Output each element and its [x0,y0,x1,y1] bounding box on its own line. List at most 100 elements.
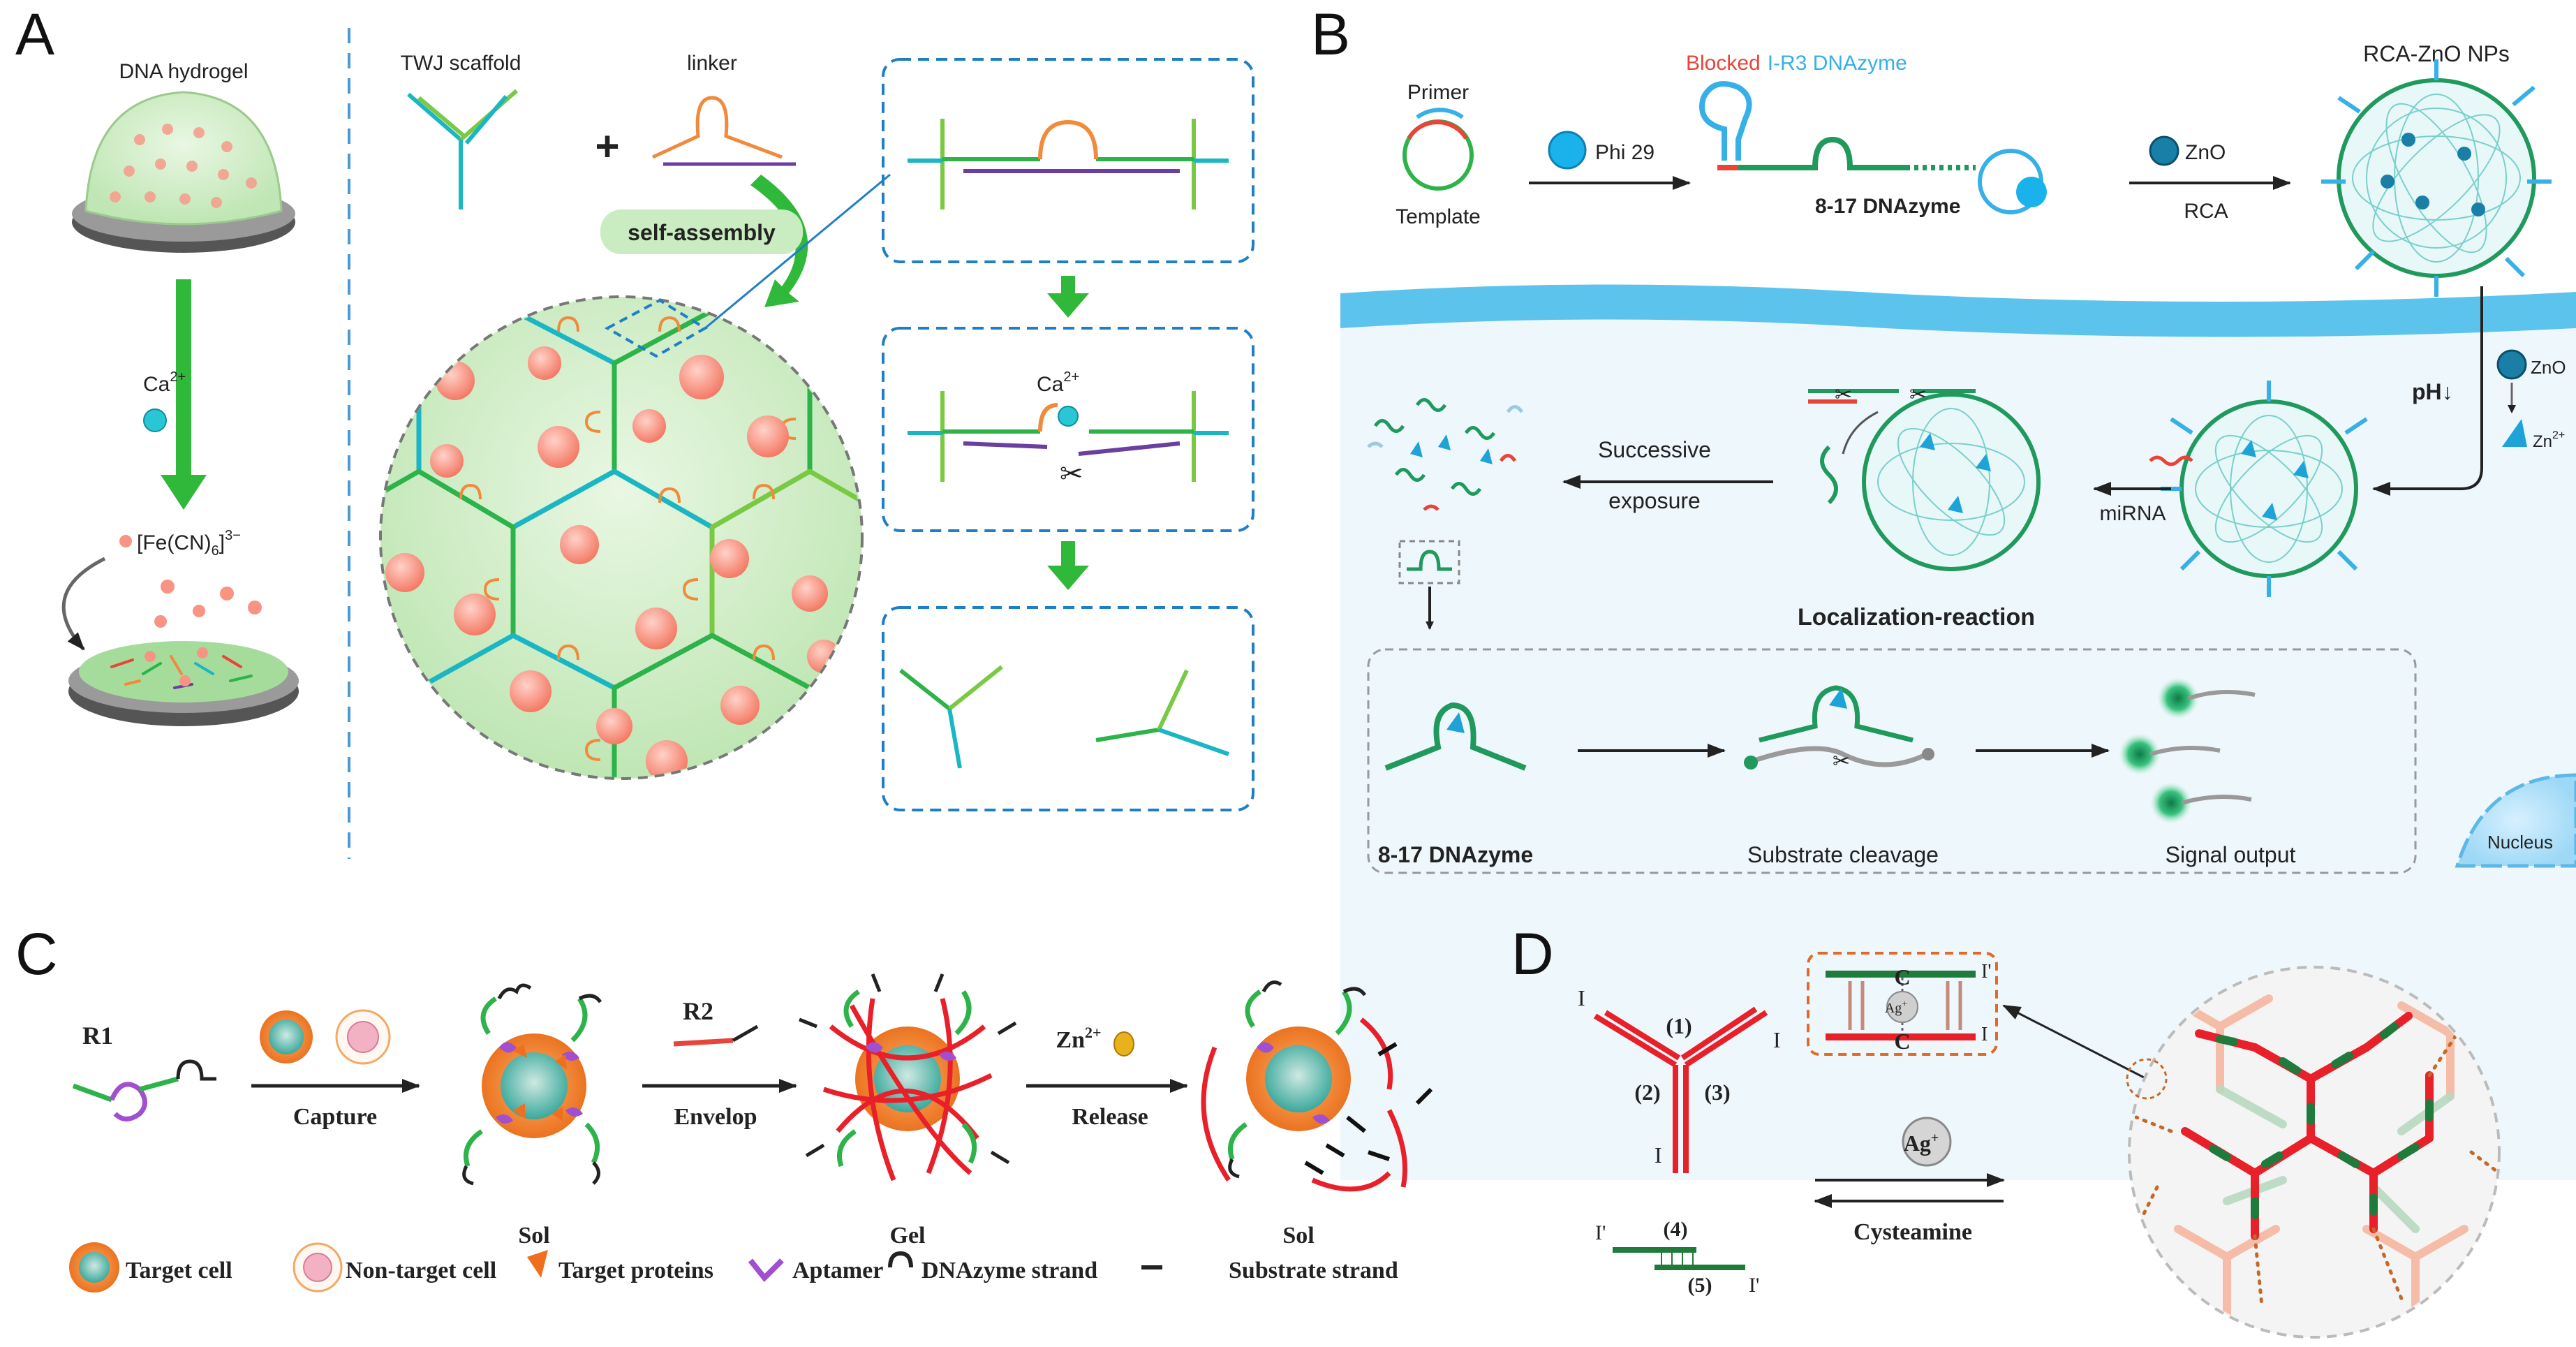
c-top-label: C [1894,964,1910,989]
duplex-4-label: (4) [1664,1218,1688,1241]
self-assembly-label: self-assembly [628,220,776,245]
ferricyanide-icon [119,535,132,547]
duplex-5-label: (5) [1688,1274,1712,1297]
scissors-icon: ✂ [1909,383,1927,407]
cleavage-box: Ca2+ ✂ [882,327,1254,532]
fluorophore-icon [1744,756,1758,770]
ferricyanide-label: [Fe(CN)6]3− [137,528,241,559]
successive-label: Successive [1598,437,1711,462]
ca-ion-label: Ca2+ [143,369,186,396]
rca-zno-nanoparticle-icon [2321,59,2552,297]
arm-1-label: (1) [1666,1013,1692,1038]
ca-ion-icon [1058,406,1079,427]
capture-label: Capture [293,1104,377,1130]
scissors-icon: ✂ [1835,383,1852,407]
captured-cell-icon [462,983,602,1186]
i-label-1: I [1578,985,1585,1010]
plus-sign: + [595,123,619,170]
plasmid-icon [1402,108,1474,191]
phi29-icon [1548,131,1587,170]
y-scaffold-icon [1593,1006,1768,1173]
r2-label: R2 [683,997,713,1025]
legend-dnazyme-strand: DNAzyme strand [921,1258,1097,1283]
zn-ion-icon [1446,712,1465,733]
panel-a-letter: A [15,1,54,67]
twj-scaffold-icon [407,89,518,209]
self-assembly-arrow-icon [750,175,808,307]
ca-cleave-label: Ca2+ [1037,369,1079,396]
substrate-cleavage-label: Substrate cleavage [1747,842,1939,867]
i-label-2: I [1773,1027,1781,1052]
arm-2-label: (2) [1634,1080,1660,1105]
release-curve-arrow [61,557,106,651]
target-cell-icon [260,1010,313,1063]
sol-label-1: Sol [518,1223,549,1249]
nucleus-shape [2455,773,2576,868]
legend-substrate-strand: Substrate strand [1229,1258,1398,1283]
r2-strand-icon [673,1038,734,1047]
ph-label: pH↓ [2412,379,2453,404]
localization-label: Localization-reaction [1798,604,2035,631]
linker-duplex-box [882,58,1254,263]
panel-a: A DNA hydrogel Ca2+ [Fe(CN)6]3− [15,1,1254,859]
dissociated-twj-box [882,606,1254,811]
r2-strand-tail-icon [732,1024,759,1043]
signal-output-label: Signal output [2166,842,2296,867]
i-box-label: I [1981,1024,1987,1045]
localization-nanoparticle-icon [1862,392,2041,571]
linker-label: linker [687,52,737,75]
scissors-icon: ✂ [1833,749,1850,774]
r1-strand-icon [72,1059,216,1121]
mirna-label: miRNA [2100,502,2166,525]
panel-d: D I I I (1) (2) (3) I' (4) (5) I' [1511,921,2501,1339]
substrate-cleavage-icon [1751,685,1928,767]
twj-scaffold-label: TWJ scaffold [401,52,521,75]
selected-dnazyme-box [1398,540,1460,584]
sol-label-2: Sol [1282,1223,1314,1249]
legend-aptamer: Aptamer [792,1258,883,1283]
phi29-label: Phi 29 [1595,141,1655,164]
hydrogel-network-zoom [379,295,864,780]
zoom-pointer-line [2002,1004,2147,1080]
cysteamine-label: Cysteamine [1853,1219,1972,1245]
legend-target-proteins-icon [527,1250,548,1278]
panel-c-legend: Target cell Non-target cell Target prote… [69,1242,1398,1293]
non-target-cell-icon [335,1009,391,1065]
legend-aptamer-icon [748,1258,784,1282]
legend-dnazyme-icon [888,1251,913,1268]
zoom-connector-line [704,173,891,330]
dna-hydrogel-label: DNA hydrogel [119,60,248,83]
zno-icon [2149,135,2179,166]
degraded-hydrogel-icon [68,641,299,726]
linker-duplex-icon [1613,1247,1745,1270]
panel-b-letter: B [1311,1,1350,67]
dnazyme-strands-icon [1808,389,1976,505]
legend-target-proteins: Target proteins [558,1258,713,1283]
zn-ions-icon [1410,434,1493,464]
released-cell-icon [1201,980,1433,1192]
released-particles [154,580,262,628]
zn-ion-icon [1829,688,1847,709]
linker-icon [651,96,796,166]
ag-ion-icon [1902,1117,1952,1167]
gel-network-icon [799,973,1017,1182]
template-label: Template [1396,205,1481,228]
scissors-icon: ✂ [1060,458,1083,490]
c-bottom-label: C [1894,1029,1910,1054]
phi29-polymerase-icon [2016,177,2047,207]
nucleus-label: Nucleus [2487,832,2553,853]
panel-c: C R1 Capture [15,921,1433,1293]
panel-d-letter: D [1511,921,1554,987]
zno-icon [2496,349,2527,380]
zn-label: Zn2+ [1056,1024,1101,1053]
green-arrow-icon [161,279,207,510]
mirna-strand-icon [2149,455,2193,466]
i-label-3: I [1655,1142,1662,1168]
ca-ion-icon [143,408,167,432]
dnazyme-817-label: 8-17 DNAzyme [1378,842,1533,867]
arm-3-label: (3) [1704,1080,1730,1105]
rca-label: RCA [2184,200,2228,223]
green-arrow-icon [1047,276,1089,318]
